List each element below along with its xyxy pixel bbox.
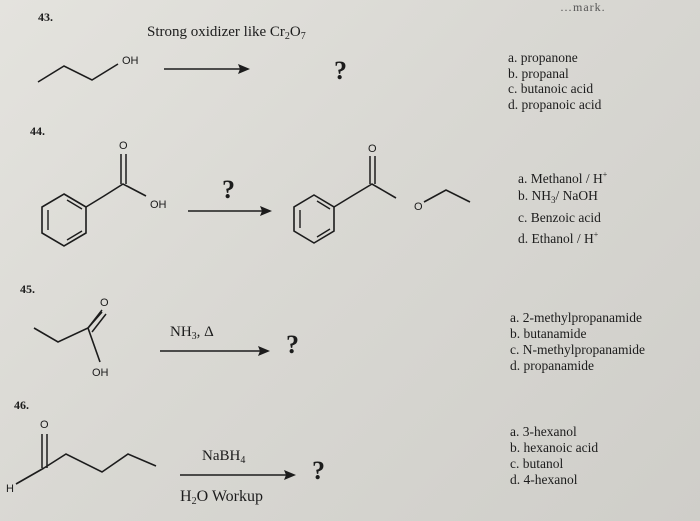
q46-reagent-top: NaBH4 (202, 448, 245, 466)
q45-reaction-arrow (160, 346, 270, 356)
q44-ethyl-ester-product-structure: O O (293, 143, 471, 244)
q44-choice-b-text: b. NH (518, 188, 551, 203)
q44-choice-d-text: d. Ethanol / H (518, 231, 594, 246)
q46-reagent-bottom: H2O Workup (180, 488, 263, 507)
q45-reagent: NH3, Δ (170, 324, 214, 342)
q44-reaction-arrow (188, 206, 272, 216)
q46-workup-h: H (180, 488, 192, 505)
question-45-number: 45. (20, 282, 35, 296)
q46-choice-c[interactable]: c. butanol (510, 456, 564, 471)
q46-reagent-sub: 4 (240, 455, 246, 466)
header-cut-text: …mark. (560, 0, 606, 14)
question-46-number: 46. (14, 398, 29, 412)
q44-ester-o-label: O (414, 201, 423, 213)
q46-o-label: O (40, 419, 49, 431)
q45-reagent-delta: , Δ (196, 324, 214, 340)
question-44-number: 44. (30, 124, 45, 138)
q44-question-mark: ? (222, 175, 235, 204)
q43-question-mark: ? (334, 56, 347, 85)
q44-side-chain (85, 183, 147, 208)
q46-reaction-arrow (180, 470, 296, 480)
q46-carbon-chain (43, 453, 157, 473)
q45-oh-label: OH (92, 367, 109, 379)
q46-choice-b[interactable]: b. hexanoic acid (510, 440, 599, 455)
q44-choice-c-text: c. Benzoic acid (518, 210, 601, 225)
q43-reagent: Strong oxidizer like Cr2O7 (147, 24, 306, 42)
q44-choice-b[interactable]: b. NH3/ NaOH (518, 187, 607, 209)
q43-choice-a[interactable]: a. propanone (508, 50, 578, 65)
q44-choices: a. Methanol / H+ b. NH3/ NaOH c. Benzoic… (518, 166, 607, 247)
q43-choice-b[interactable]: b. propanal (508, 65, 569, 81)
q46-choice-d[interactable]: d. 4-hexanol (510, 472, 578, 487)
q44-choice-a-text: a. Methanol / H (518, 171, 603, 186)
q44-choice-b-rest: / NaOH (555, 188, 598, 203)
q45-choice-b[interactable]: b. butanamide (510, 326, 587, 341)
q44-reactant-o-label: O (119, 140, 128, 152)
q43-carbon-chain (37, 63, 119, 83)
q44-benzoic-acid-like-structure: O OH (41, 140, 167, 247)
q45-o-label: O (100, 297, 109, 309)
q45-choice-d[interactable]: d. propanamide (510, 358, 594, 373)
q45-reagent-sub: 3 (191, 331, 197, 342)
q43-choice-c[interactable]: c. butanoic acid (508, 81, 594, 96)
q44-product-o-label: O (368, 143, 377, 155)
q43-choices: a. propanone b. propanal c. butanoic aci… (508, 50, 601, 112)
q44-choice-d[interactable]: d. Ethanol / H+ (518, 226, 607, 247)
q44-reactant-oh-label: OH (150, 199, 167, 211)
q46-h-label: H (6, 483, 14, 495)
q46-workup-text: O Workup (196, 488, 263, 505)
q43-reaction-arrow (164, 64, 250, 74)
q43-reagent-text: Strong oxidizer like Cr (147, 24, 285, 40)
q43-reagent-sub2: 7 (300, 31, 306, 42)
q45-reagent-nh: NH (170, 324, 192, 340)
q43-propanol-structure: OH (37, 55, 139, 83)
q43-reagent-sub1: 2 (284, 31, 290, 42)
q45-question-mark: ? (286, 330, 299, 359)
q46-workup-sub: 2 (191, 496, 197, 507)
q46-question-mark: ? (312, 456, 325, 485)
q43-choice-d[interactable]: d. propanoic acid (508, 96, 602, 112)
q45-choice-a[interactable]: a. 2-methylpropanamide (510, 310, 642, 325)
question-43-number: 43. (38, 10, 53, 24)
q45-propanoic-acid-structure: O OH (33, 297, 109, 379)
q44-choice-c[interactable]: c. Benzoic acid (518, 209, 607, 226)
q44-choice-b-sub: 3 (551, 195, 556, 205)
q44-choice-a[interactable]: a. Methanol / H+ (518, 166, 607, 187)
q43-oh-label: OH (122, 55, 139, 67)
q45-choice-c[interactable]: c. N-methylpropanamide (510, 342, 645, 357)
q45-choices: a. 2-methylpropanamide b. butanamide c. … (510, 310, 645, 374)
q44-choice-d-sup: + (593, 230, 599, 239)
q46-reagent-nabh: NaBH (202, 448, 241, 464)
q46-choice-a[interactable]: a. 3-hexanol (510, 424, 577, 439)
q46-hexanal-structure: H O (6, 419, 157, 495)
q46-choices: a. 3-hexanol b. hexanoic acid c. butanol… (510, 424, 598, 488)
q43-reagent-o: O (289, 24, 301, 40)
q44-choice-a-sup: + (602, 170, 608, 179)
